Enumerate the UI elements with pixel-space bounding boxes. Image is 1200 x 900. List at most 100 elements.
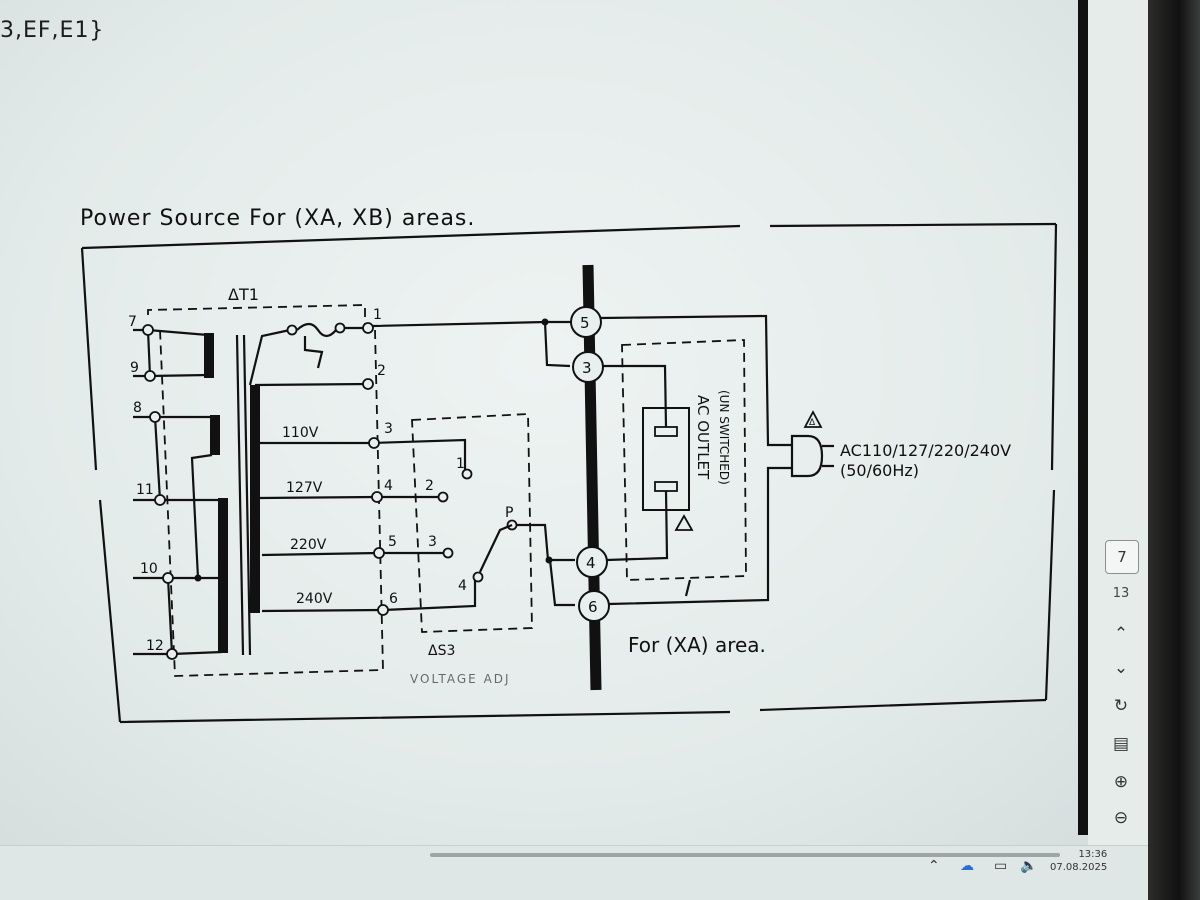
frequency-spec: (50/60Hz): [840, 461, 919, 480]
outlet-slot-2: [654, 481, 678, 492]
page-count: 13: [1112, 586, 1130, 601]
svg-text:6: 6: [389, 591, 398, 607]
svg-text:2: 2: [377, 363, 386, 379]
diagram-heading: Power Source For (XA, XB) areas.: [80, 206, 475, 231]
svg-text:127V: 127V: [286, 480, 323, 496]
pin-terminals: [142, 324, 178, 660]
plug-warning-icon: [803, 410, 823, 428]
chevron-up-icon[interactable]: ⌃: [1113, 624, 1129, 644]
speaker-icon[interactable]: 🔈: [1020, 858, 1038, 874]
switch-contact-labels: 1 2 3 4 P: [425, 456, 513, 594]
outlet-warning-icon: [674, 514, 694, 531]
junction-dot-4: [545, 556, 553, 564]
area-note: For (XA) area.: [628, 633, 766, 657]
ac-spec: AC110/127/220/240V: [840, 441, 1011, 460]
chevron-down-icon[interactable]: ⌄: [1113, 658, 1129, 678]
wire-fuse-in: [248, 328, 291, 386]
horizontal-scrollbar[interactable]: [430, 853, 1060, 857]
tray-chevron-up-icon[interactable]: ⌃: [928, 858, 940, 874]
zoom-out-icon[interactable]: ⊖: [1113, 808, 1129, 828]
outlet-pointer: [684, 579, 692, 597]
transformer-box-top: [147, 304, 366, 330]
clock-time: 13:36: [1078, 849, 1108, 860]
document-header-fragment: 3,EF,E1}: [0, 18, 105, 43]
outlet-sublabel: (UN SWITCHED): [717, 390, 731, 485]
jumper-8-11: [153, 416, 162, 501]
frame-right: [1044, 223, 1058, 701]
frame-top-right: [769, 222, 1057, 228]
svg-text:3: 3: [384, 421, 393, 437]
svg-text:P: P: [505, 505, 513, 521]
core-line-1: [235, 334, 245, 656]
transformer-label: ΔT1: [228, 285, 259, 304]
wire-mains-neutral: [608, 466, 792, 606]
wire-to-conn6: [548, 559, 575, 607]
connectors: 5 3 4 6: [570, 306, 610, 622]
rotate-icon[interactable]: ↻: [1113, 696, 1129, 716]
svg-text:3: 3: [582, 359, 592, 377]
svg-text:4: 4: [586, 554, 596, 572]
svg-text:4: 4: [458, 578, 467, 594]
plug-warning-mark: Δ: [809, 418, 816, 428]
svg-text:5: 5: [580, 314, 590, 332]
wire-outlet-top: [603, 364, 668, 428]
jumper-winding: [190, 453, 213, 579]
switch-contacts: [437, 468, 518, 583]
switch-caption: VOLTAGE ADJ: [410, 672, 511, 686]
svg-text:220V: 220V: [290, 537, 327, 553]
primary-winding-3: [218, 498, 228, 653]
wire-tap2: [254, 382, 369, 387]
switch-box: [411, 413, 533, 633]
frame-left: [80, 247, 122, 723]
svg-text:12: 12: [146, 638, 164, 654]
svg-text:9: 9: [130, 360, 139, 376]
outlet-slot-1: [654, 426, 678, 437]
wire-mains-live: [600, 314, 792, 447]
jumper-10-12: [166, 577, 174, 655]
fuse-terminal-right: [334, 322, 346, 334]
viewer-side-pane: [1088, 0, 1148, 900]
pin-numbers: 7 9 8 11 10 12: [128, 314, 164, 654]
ac-plug: [790, 434, 824, 478]
wire-outlet-bottom: [606, 490, 669, 562]
pdf-toolbar: 7 13 ⌃ ⌄ ↻ ▤ ⊕ ⊖: [1098, 536, 1144, 836]
fuse-terminal-left: [286, 324, 298, 336]
outlet-box: [621, 339, 747, 581]
primary-winding-1: [204, 333, 214, 378]
svg-text:2: 2: [425, 478, 434, 494]
svg-text:240V: 240V: [296, 591, 333, 607]
fuse-element: [296, 322, 337, 338]
primary-winding-2: [210, 415, 220, 455]
svg-text:1: 1: [456, 456, 465, 472]
clock-date: 07.08.2025: [1050, 862, 1108, 873]
page-number-input[interactable]: 7: [1105, 540, 1139, 574]
frame-top-left: [81, 224, 741, 250]
svg-text:7: 7: [128, 314, 137, 330]
wire-tap3-110: [260, 438, 467, 470]
fit-page-icon[interactable]: ▤: [1112, 734, 1130, 754]
svg-text:10: 10: [140, 561, 158, 577]
display-icon[interactable]: ▭: [994, 858, 1008, 874]
taskbar-clock[interactable]: 13:36 07.08.2025: [1050, 848, 1107, 874]
jumper-7-9: [146, 329, 152, 377]
document-edge: [1078, 0, 1088, 835]
switch-lever: [479, 523, 513, 573]
svg-text:5: 5: [388, 534, 397, 550]
tap-numbers: 1 2 3 4 5 6: [373, 307, 398, 607]
secondary-winding: [250, 385, 260, 613]
plug-prongs: [822, 444, 834, 468]
svg-text:6: 6: [588, 598, 598, 616]
schematic-diagram: Power Source For (XA, XB) areas. ΔT1: [80, 206, 1058, 724]
junction-dot: [194, 574, 202, 582]
svg-text:3: 3: [428, 534, 437, 550]
svg-text:110V: 110V: [282, 425, 319, 441]
monitor-bezel: [1148, 0, 1200, 900]
svg-text:11: 11: [136, 482, 154, 498]
core-line-2: [242, 334, 252, 656]
svg-text:8: 8: [133, 400, 142, 416]
svg-text:4: 4: [384, 478, 393, 494]
zoom-in-icon[interactable]: ⊕: [1113, 772, 1129, 792]
wire-to-conn3: [543, 321, 571, 368]
cloud-icon[interactable]: ☁: [960, 858, 974, 874]
